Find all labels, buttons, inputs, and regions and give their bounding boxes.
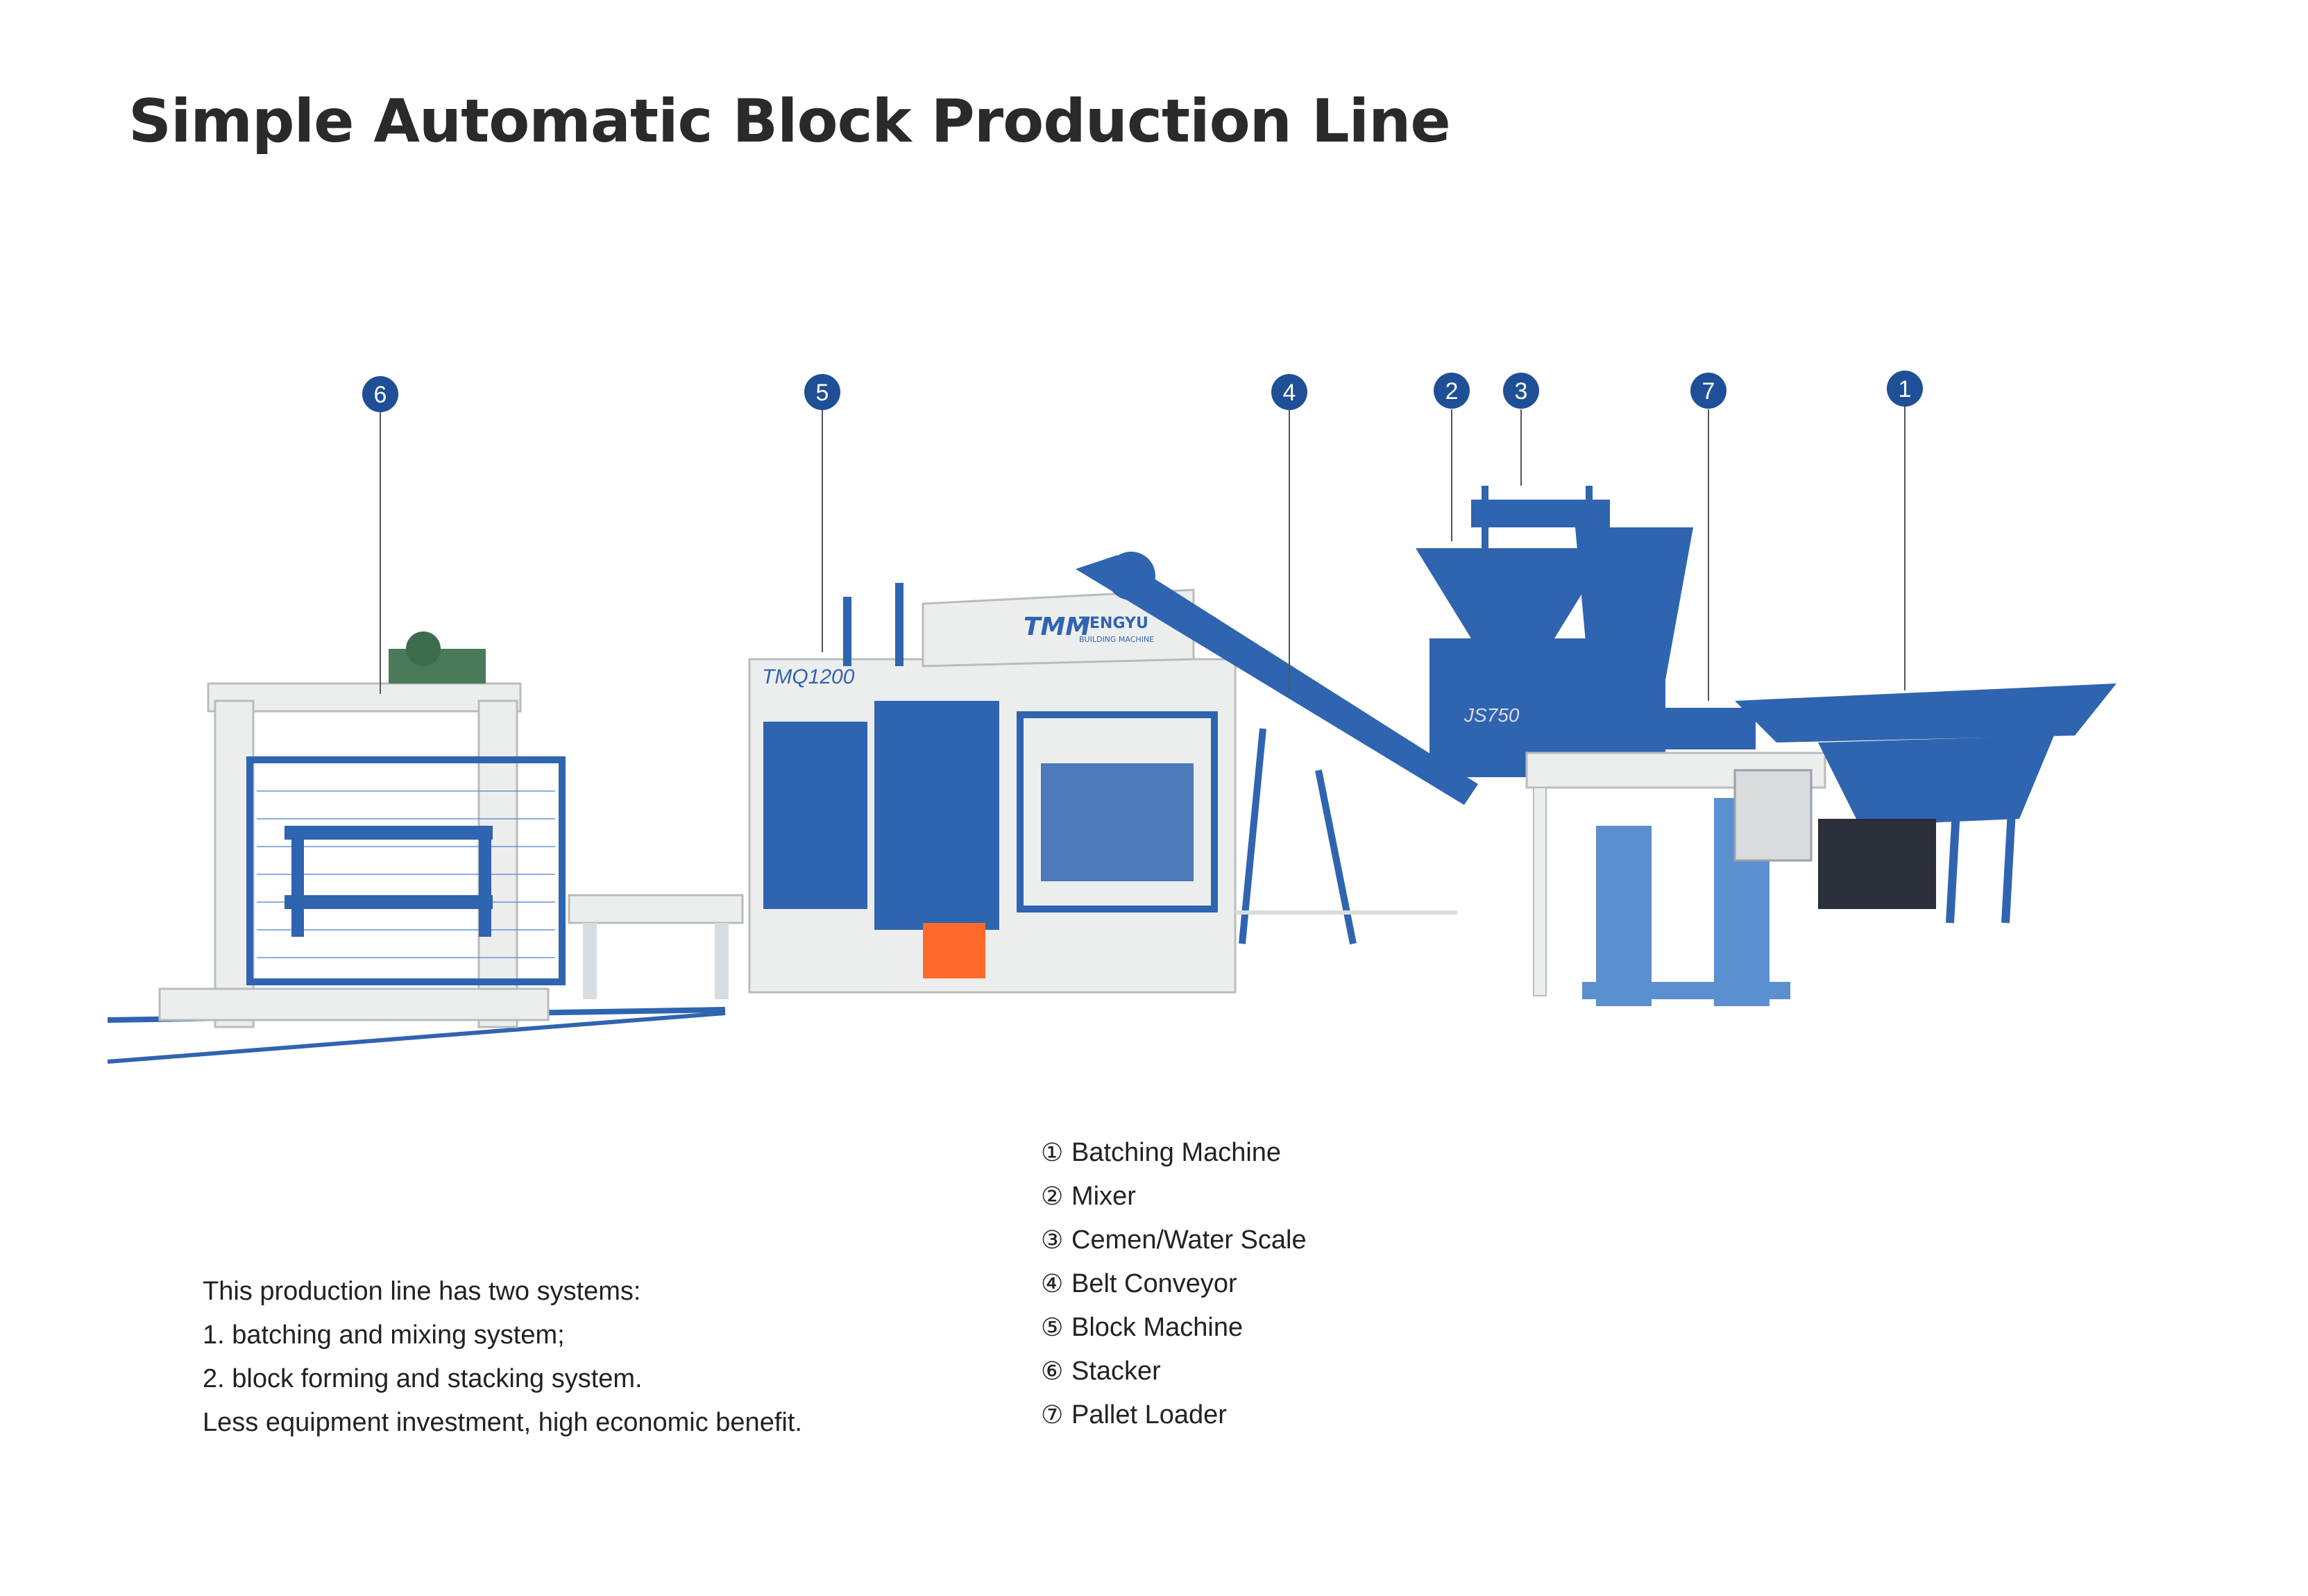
brand-logo: TMM	[1024, 613, 1090, 641]
callout-7: 7	[1690, 373, 1726, 701]
description-line: 2. block forming and stacking system.	[203, 1364, 643, 1393]
page-title: Simple Automatic Block Production Line	[128, 87, 1451, 156]
block-machine-model-label: TMQ1200	[762, 665, 855, 688]
callout-circle	[1503, 373, 1539, 409]
legend-number: ②	[1041, 1182, 1064, 1211]
legend-label: Mixer	[1071, 1182, 1136, 1211]
legend-number: ⑥	[1041, 1357, 1064, 1386]
callout-circle	[1690, 373, 1726, 409]
callout-circle	[1434, 373, 1470, 409]
callout-number: 3	[1515, 378, 1528, 405]
brand-subtitle: BUILDING MACHINE	[1079, 635, 1154, 644]
legend-number: ④	[1041, 1270, 1064, 1298]
callout-number: 5	[816, 380, 829, 406]
callout-number: 7	[1702, 378, 1715, 405]
legend-label: Block Machine	[1071, 1313, 1244, 1342]
batching-machine	[1735, 684, 2116, 924]
callout-5: 5	[804, 374, 840, 652]
brand-name: TENGYU	[1079, 615, 1148, 632]
callout-6: 6	[362, 376, 398, 694]
legend-number: ③	[1041, 1226, 1064, 1255]
legend-number: ①	[1041, 1139, 1064, 1167]
block-machine: TMQ1200 TMM TENGYU BUILDING MACHINE	[748, 583, 1237, 994]
belt-conveyor	[1076, 552, 1478, 944]
description-block: This production line has two systems: 1.…	[203, 1270, 802, 1445]
legend-label: Cemen/Water Scale	[1071, 1225, 1307, 1255]
description-line: This production line has two systems:	[203, 1277, 641, 1306]
production-line-illustration: TMQ1200 TMM TENGYU BUILDING MACHINE JS75…	[107, 371, 2116, 1064]
legend-number: ⑦	[1041, 1401, 1064, 1429]
legend-label: Stacker	[1071, 1357, 1161, 1386]
mixer-model-label: JS750	[1463, 704, 1520, 726]
callout-number: 4	[1283, 380, 1296, 406]
description-line: 1. batching and mixing system;	[203, 1321, 565, 1350]
ground-rail-2	[107, 1011, 726, 1064]
callout-circle	[1271, 374, 1307, 410]
transfer-conveyor	[568, 894, 744, 999]
callout-number: 6	[374, 382, 387, 408]
callout-number: 1	[1899, 376, 1912, 402]
legend-label: Batching Machine	[1071, 1138, 1282, 1167]
legend-label: Pallet Loader	[1071, 1400, 1227, 1429]
callout-1: 1	[1887, 371, 1923, 690]
callout-number: 2	[1445, 378, 1459, 405]
stacker-machine	[158, 631, 566, 1028]
callout-3: 3	[1503, 373, 1539, 486]
callout-4: 4	[1271, 374, 1307, 694]
legend-number: ⑤	[1041, 1314, 1064, 1342]
callout-2: 2	[1434, 373, 1470, 541]
legend-label: Belt Conveyor	[1071, 1269, 1237, 1298]
description-line: Less equipment investment, high economic…	[203, 1408, 802, 1437]
callout-circle	[804, 374, 840, 410]
callout-circle	[362, 376, 398, 412]
pallet-loader	[1525, 708, 1826, 1006]
callout-circle	[1887, 371, 1923, 407]
